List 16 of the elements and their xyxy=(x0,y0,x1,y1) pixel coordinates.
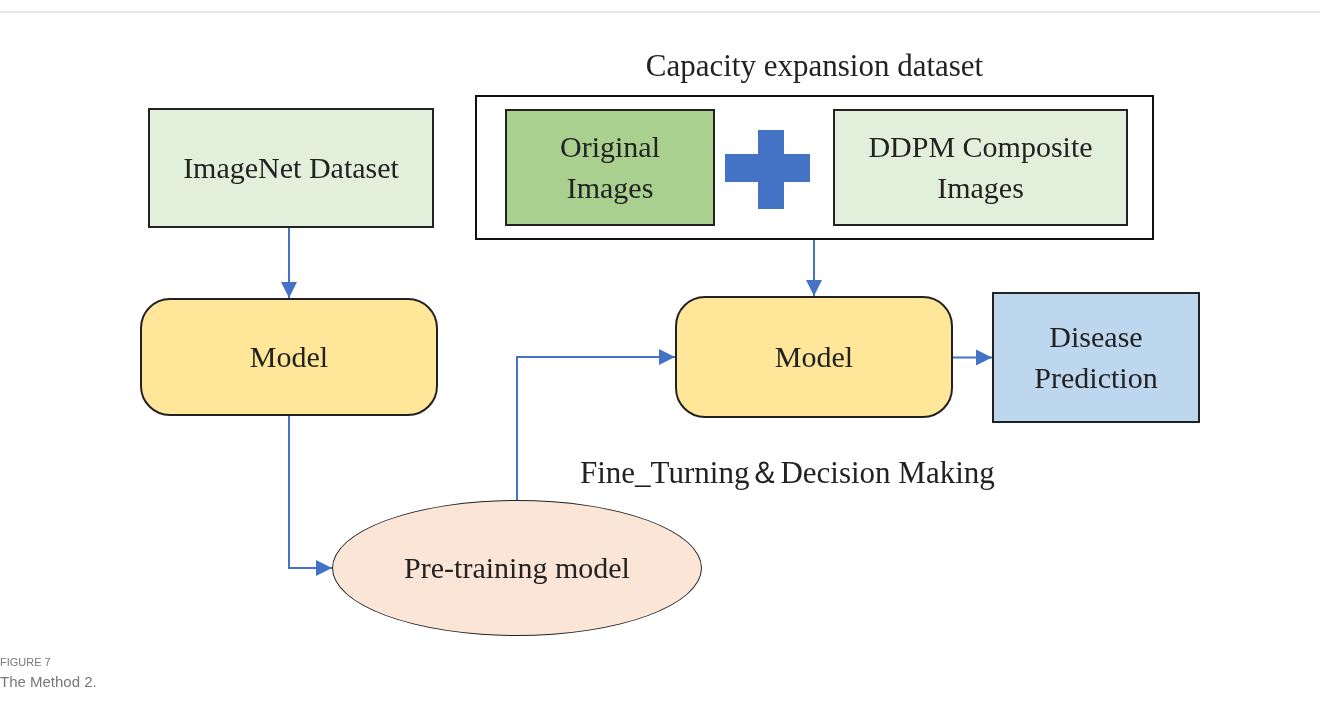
process-box: ImageNet Dataset xyxy=(148,108,434,228)
data-box: Original Images xyxy=(505,109,715,226)
arrow xyxy=(288,415,333,576)
arrow xyxy=(281,227,297,299)
group-heading: Capacity expansion dataset xyxy=(644,47,985,85)
process-box: Model xyxy=(140,298,438,416)
stage-label: Fine_Turning＆Decision Making xyxy=(580,454,995,492)
output-box: Disease Prediction xyxy=(992,292,1200,423)
process-box: Model xyxy=(675,296,953,418)
figure-caption: The Method 2. xyxy=(0,673,97,690)
data-box: DDPM Composite Images xyxy=(833,109,1128,226)
arrow xyxy=(952,349,993,366)
process-ellipse: Pre-training model xyxy=(332,500,702,636)
figure-number: FIGURE 7 xyxy=(0,656,51,668)
arrow xyxy=(806,239,822,297)
arrow xyxy=(516,349,676,501)
